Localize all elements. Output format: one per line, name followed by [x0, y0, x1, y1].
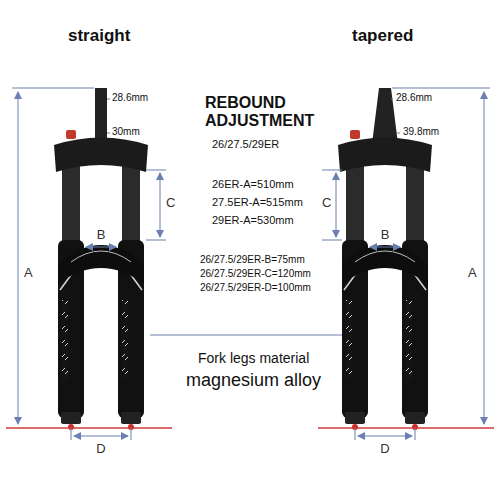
dimension-value: 27.5ER-A=515mm: [212, 196, 303, 209]
size-note: 26/27.5/29ER: [212, 138, 279, 151]
fork-type-title: tapered: [352, 26, 413, 46]
dimension-letter: C: [322, 196, 331, 211]
dimension-value: 26/27.5/29ER-D=100mm: [200, 282, 311, 294]
feature-heading: REBOUND ADJUSTMENT: [205, 94, 355, 131]
dimension-value: 26/27.5/29ER-C=120mm: [200, 268, 311, 280]
material-note: Fork legs material: [198, 350, 309, 366]
dimension-letter: D: [96, 442, 105, 457]
dimension-letter: B: [97, 228, 106, 243]
dimension-value: 30mm: [112, 126, 140, 138]
dimension-value: 26ER-A=510mm: [212, 178, 294, 191]
dimension-letter: A: [24, 266, 33, 281]
dimension-letter: A: [468, 266, 477, 281]
dimension-value: 28.6mm: [396, 92, 432, 104]
dimension-letter: D: [380, 442, 389, 457]
material-note: magnesium alloy: [186, 370, 321, 391]
dimension-value: 28.6mm: [112, 92, 148, 104]
fork-type-title: straight: [68, 26, 130, 46]
dimension-value: 26/27.5/29ER-B=75mm: [200, 254, 305, 266]
dimension-letter: B: [381, 228, 390, 243]
dimension-value: 29ER-A=530mm: [212, 214, 294, 227]
dimension-letter: C: [166, 196, 175, 211]
dimension-value: 39.8mm: [403, 126, 439, 138]
